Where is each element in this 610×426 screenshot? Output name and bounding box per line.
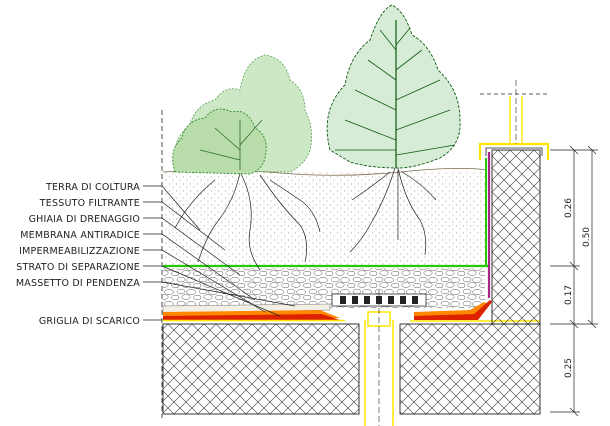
leader-line: [143, 201, 226, 251]
leader-line: [143, 249, 266, 313]
slab-left: [162, 323, 360, 415]
dimension-lines: [550, 145, 598, 417]
shrub-plant: [172, 54, 313, 175]
red-membrane-right: [414, 300, 492, 320]
dimension-soil: 0.26: [564, 198, 574, 218]
label-griglia-di-scarico: GRIGLIA DI SCARICO: [39, 316, 140, 327]
roots: [174, 167, 437, 271]
orange-membrane-right: [414, 302, 488, 318]
parapet-cap-inner: [485, 147, 543, 156]
leader-lines: [143, 185, 296, 321]
dimension-total: 0.50: [582, 227, 592, 247]
gravel-layer: [163, 268, 485, 308]
leader-line: [143, 233, 256, 301]
dimension-slab: 0.25: [564, 358, 574, 378]
pine-tree: [326, 4, 461, 169]
slab-right: [399, 323, 541, 415]
leader-line: [143, 217, 241, 276]
label-massetto-di-pendenza: MASSETTO DI PENDENZA: [16, 278, 140, 289]
label-ghiaia-di-drenaggio: GHIAIA DI DRENAGGIO: [29, 214, 140, 225]
parapet-cap: [478, 142, 550, 160]
label-impermeabilizzazione: IMPERMEABILIZZAZIONE: [19, 246, 140, 257]
label-strato-di-separazione: STRATO DI SEPARAZIONE: [16, 262, 140, 273]
leader-line: [143, 185, 201, 231]
red-membrane-left: [163, 314, 340, 320]
soil-layer: [163, 172, 487, 265]
leader-line: [143, 265, 281, 317]
label-tessuto-filtrante: TESSUTO FILTRANTE: [39, 198, 140, 209]
label-terra-di-coltura: TERRA DI COLTURA: [45, 182, 140, 193]
label-membrana-antiradice: MEMBRANA ANTIRADICE: [20, 230, 140, 241]
leader-line: [143, 281, 296, 307]
parapet-wall: [491, 149, 541, 325]
dimension-drainage: 0.17: [564, 285, 574, 305]
